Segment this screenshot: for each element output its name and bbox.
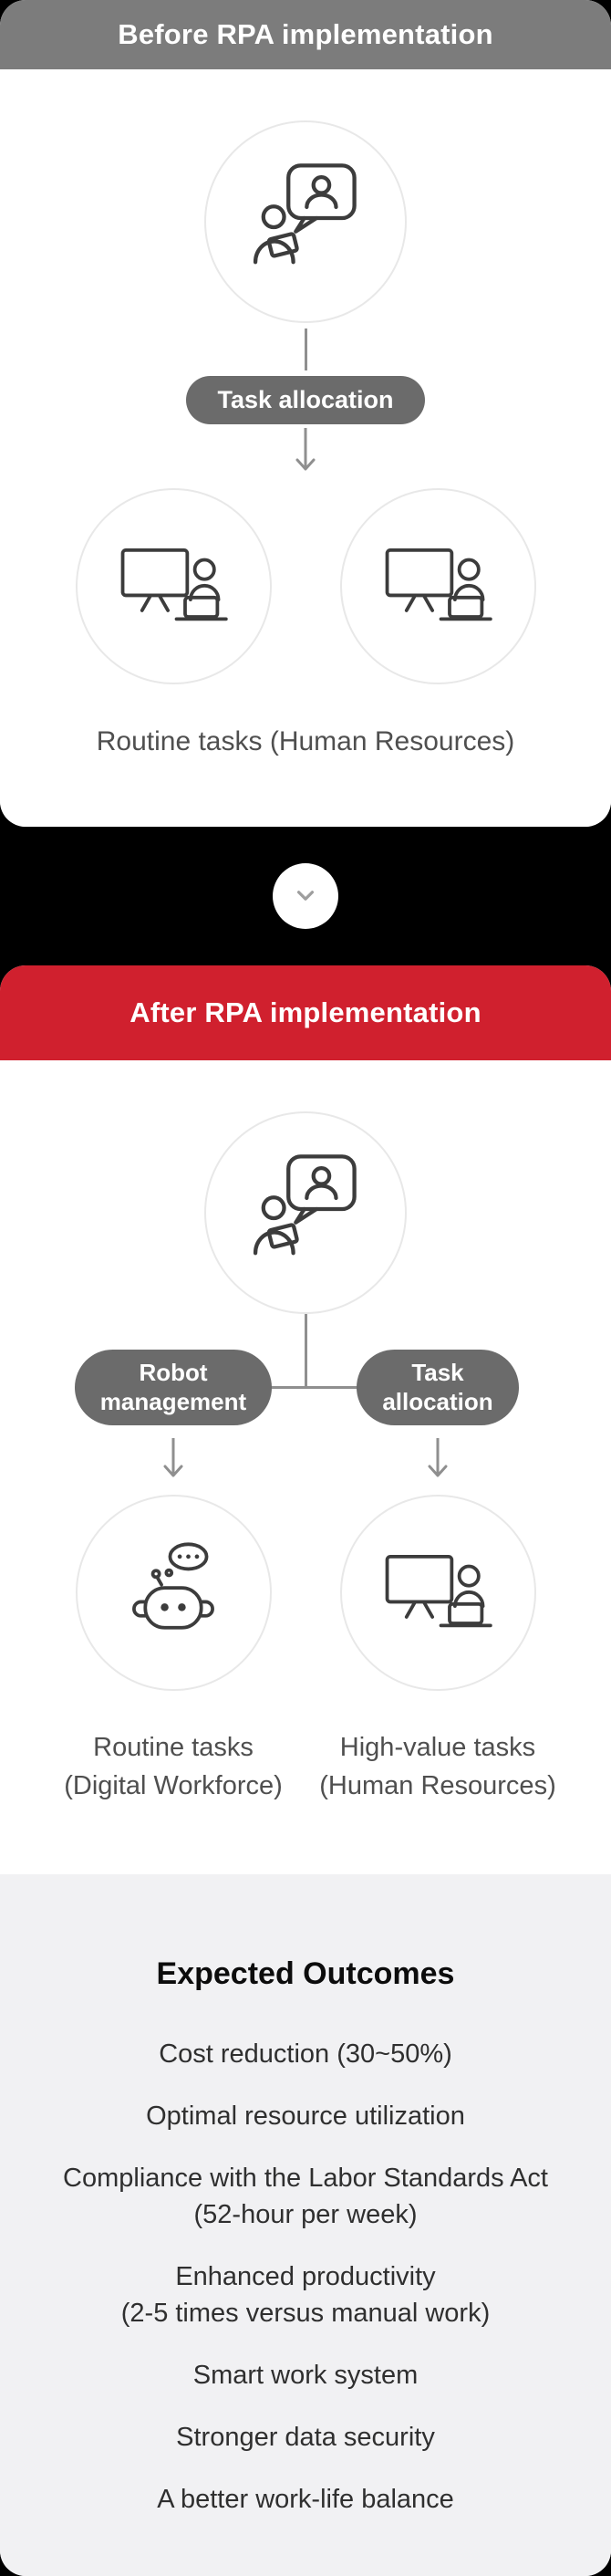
after-caption-left: Routine tasks (Digital Workforce)	[64, 1733, 283, 1800]
after-caption-right: High-value tasks (Human Resources)	[319, 1733, 556, 1800]
person-at-monitor-icon	[120, 548, 228, 621]
robot-circle	[75, 1495, 272, 1692]
pill-column-left: Robot management	[41, 1350, 306, 1426]
connector-line	[304, 329, 307, 370]
after-worker-column-left	[41, 1495, 306, 1692]
before-card: Before RPA implementation Task allocatio…	[0, 0, 611, 827]
connector-line	[304, 1314, 307, 1387]
after-title: After RPA implementation	[129, 996, 482, 1028]
outcomes-title: Expected Outcomes	[156, 1955, 455, 1991]
before-caption: Routine tasks (Human Resources)	[96, 726, 515, 756]
down-arrow-icon	[295, 428, 316, 471]
before-worker-column-right	[306, 488, 570, 684]
manager-circle	[204, 1111, 407, 1314]
pills-row: Robot management Task allocation	[0, 1350, 611, 1426]
down-arrow-icon	[163, 1438, 183, 1477]
section-divider	[0, 827, 611, 965]
outcome-item: Enhanced productivity (2-5 times versus …	[120, 2261, 491, 2328]
person-at-monitor-icon	[385, 1554, 492, 1628]
after-worker-column-right	[306, 1495, 570, 1692]
down-arrow-icon	[428, 1438, 448, 1477]
worker-circle-right	[339, 488, 536, 684]
after-header: After RPA implementation	[0, 965, 611, 1060]
scroll-indicator	[273, 863, 338, 929]
after-workers-row	[0, 1495, 611, 1692]
branch-connector: Robot management Task allocation	[0, 1314, 611, 1426]
outcome-item: Compliance with the Labor Standards Act …	[63, 2163, 548, 2229]
before-title: Before RPA implementation	[118, 18, 493, 50]
arrow-column-right	[306, 1434, 570, 1493]
before-worker-column-left	[41, 488, 306, 684]
task-allocation-pill: Task allocation	[186, 376, 425, 424]
outcome-item: Smart work system	[192, 2360, 419, 2390]
robot-management-pill: Robot management	[74, 1350, 273, 1426]
after-captions-row: Routine tasks (Digital Workforce) High-v…	[0, 1729, 611, 1804]
arrows-row	[0, 1434, 611, 1493]
manager-person-icon	[253, 163, 357, 265]
outcome-item: Cost reduction (30~50%)	[159, 2039, 452, 2069]
outcome-item: Optimal resource utilization	[146, 2101, 465, 2131]
outcome-item: Stronger data security	[176, 2422, 435, 2452]
worker-circle	[339, 1495, 536, 1692]
chevron-down-icon	[296, 891, 315, 901]
before-workers-row	[0, 488, 611, 684]
manager-person-icon	[253, 1154, 357, 1256]
arrow-column-left	[41, 1434, 306, 1493]
outcome-item: A better work-life balance	[157, 2484, 454, 2514]
caption-column-right: High-value tasks (Human Resources)	[306, 1729, 570, 1804]
after-body: Robot management Task allocation	[0, 1060, 611, 1874]
worker-circle-left	[75, 488, 272, 684]
pill-column-right: Task allocation	[306, 1350, 570, 1426]
after-card: After RPA implementation	[0, 965, 611, 2576]
before-header: Before RPA implementation	[0, 0, 611, 69]
manager-circle	[204, 120, 407, 323]
before-body: Task allocation	[0, 69, 611, 827]
caption-column-left: Routine tasks (Digital Workforce)	[41, 1729, 306, 1804]
person-at-monitor-icon	[385, 548, 492, 621]
task-allocation-pill: Task allocation	[357, 1350, 519, 1426]
expected-outcomes-section: Expected Outcomes Cost reduction (30~50%…	[0, 1873, 611, 2576]
branch-horizontal-line	[173, 1386, 438, 1390]
robot-icon	[132, 1542, 214, 1630]
